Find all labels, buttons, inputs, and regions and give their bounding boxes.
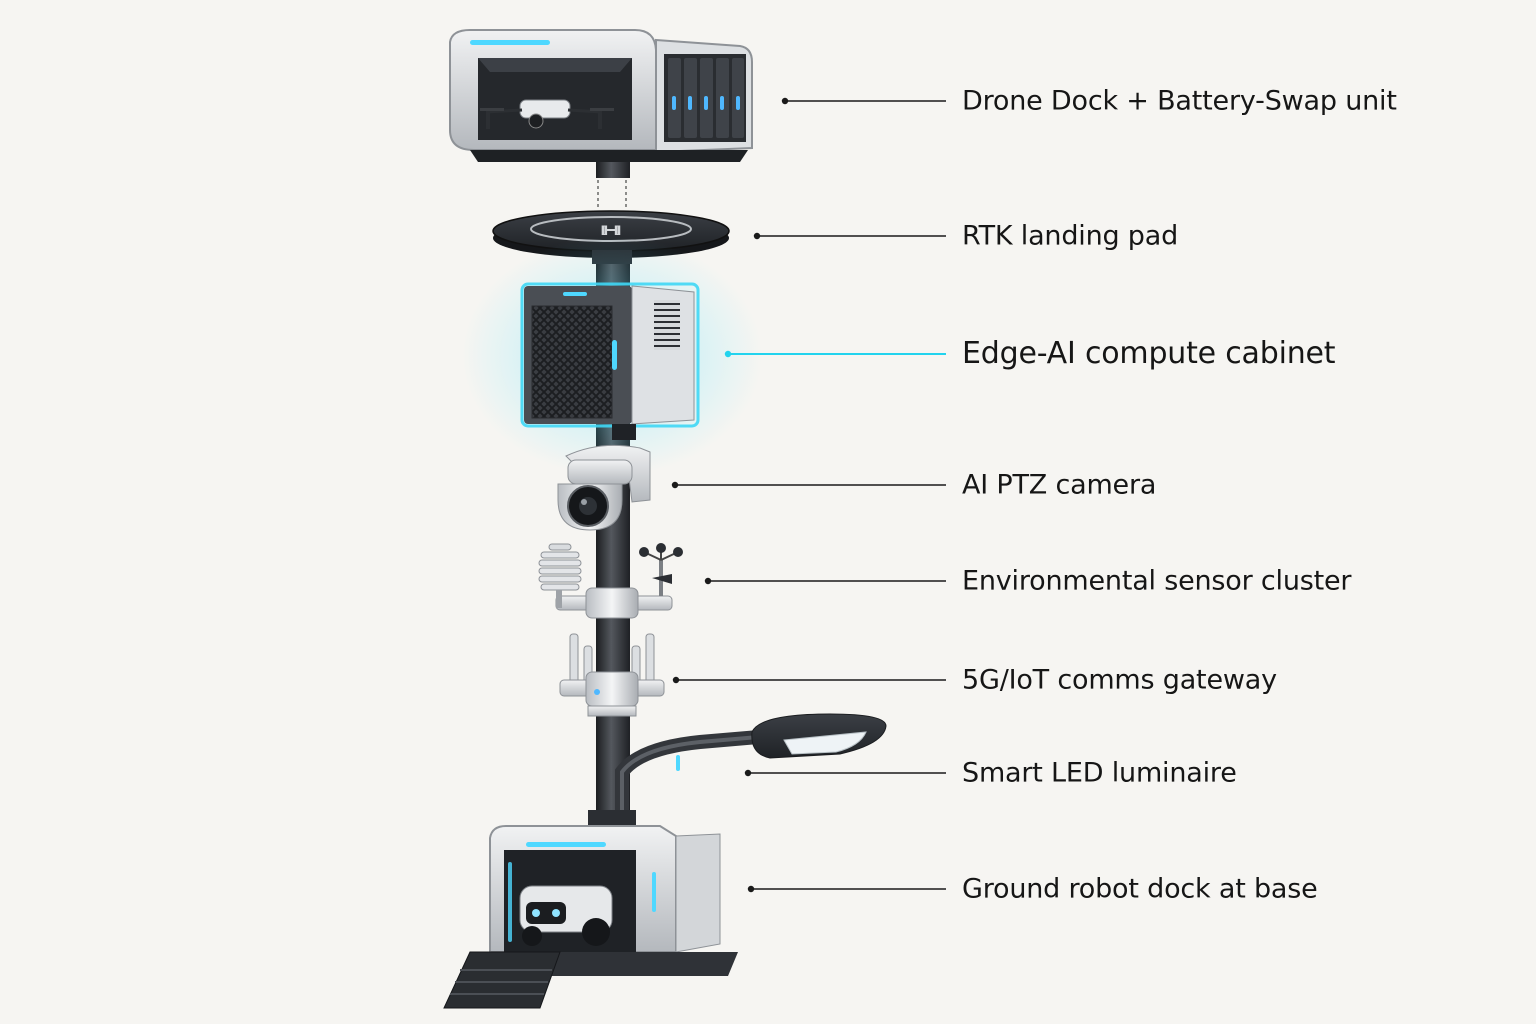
leader-dot-drone-dock — [781, 97, 789, 105]
edge-ai-compute-cabinet — [462, 236, 762, 476]
callout-leaders — [671, 97, 946, 893]
leader-dot-sensor-cluster — [704, 577, 712, 585]
callout-label-drone-dock: Drone Dock + Battery-Swap unit — [962, 85, 1397, 117]
callout-label-robot-dock: Ground robot dock at base — [962, 873, 1318, 905]
leader-dot-led-luminaire — [744, 769, 752, 777]
leader-dot-robot-dock — [747, 885, 755, 893]
callout-label-ptz-camera: AI PTZ camera — [962, 469, 1157, 501]
leader-dot-comms-gateway — [672, 676, 680, 684]
ground-robot-dock — [443, 810, 738, 1009]
leader-dot-ptz-camera — [671, 481, 679, 489]
drone-icon — [480, 99, 614, 129]
callout-label-landing-pad: RTK landing pad — [962, 220, 1179, 252]
landing-pad-marking: H — [600, 225, 622, 238]
callout-label-sensor-cluster: Environmental sensor cluster — [962, 565, 1352, 597]
callout-label-led-luminaire: Smart LED luminaire — [962, 757, 1237, 789]
battery-slots — [668, 58, 744, 138]
ground-robot-icon — [519, 885, 613, 946]
smart-led-luminaire — [615, 713, 887, 819]
callout-label-compute-cabinet: Edge-AI compute cabinet — [962, 336, 1336, 371]
anemometer-icon — [639, 543, 683, 596]
drone-dock-unit — [449, 29, 753, 210]
environmental-sensor-cluster — [538, 543, 683, 619]
callout-label-comms-gateway: 5G/IoT comms gateway — [962, 664, 1277, 696]
ai-ptz-camera — [557, 444, 651, 531]
radiation-shield-icon — [538, 543, 582, 608]
ramp — [443, 951, 561, 1009]
leader-dot-landing-pad — [753, 232, 761, 240]
comms-gateway — [559, 633, 665, 717]
leader-dot-compute-cabinet — [724, 350, 732, 358]
